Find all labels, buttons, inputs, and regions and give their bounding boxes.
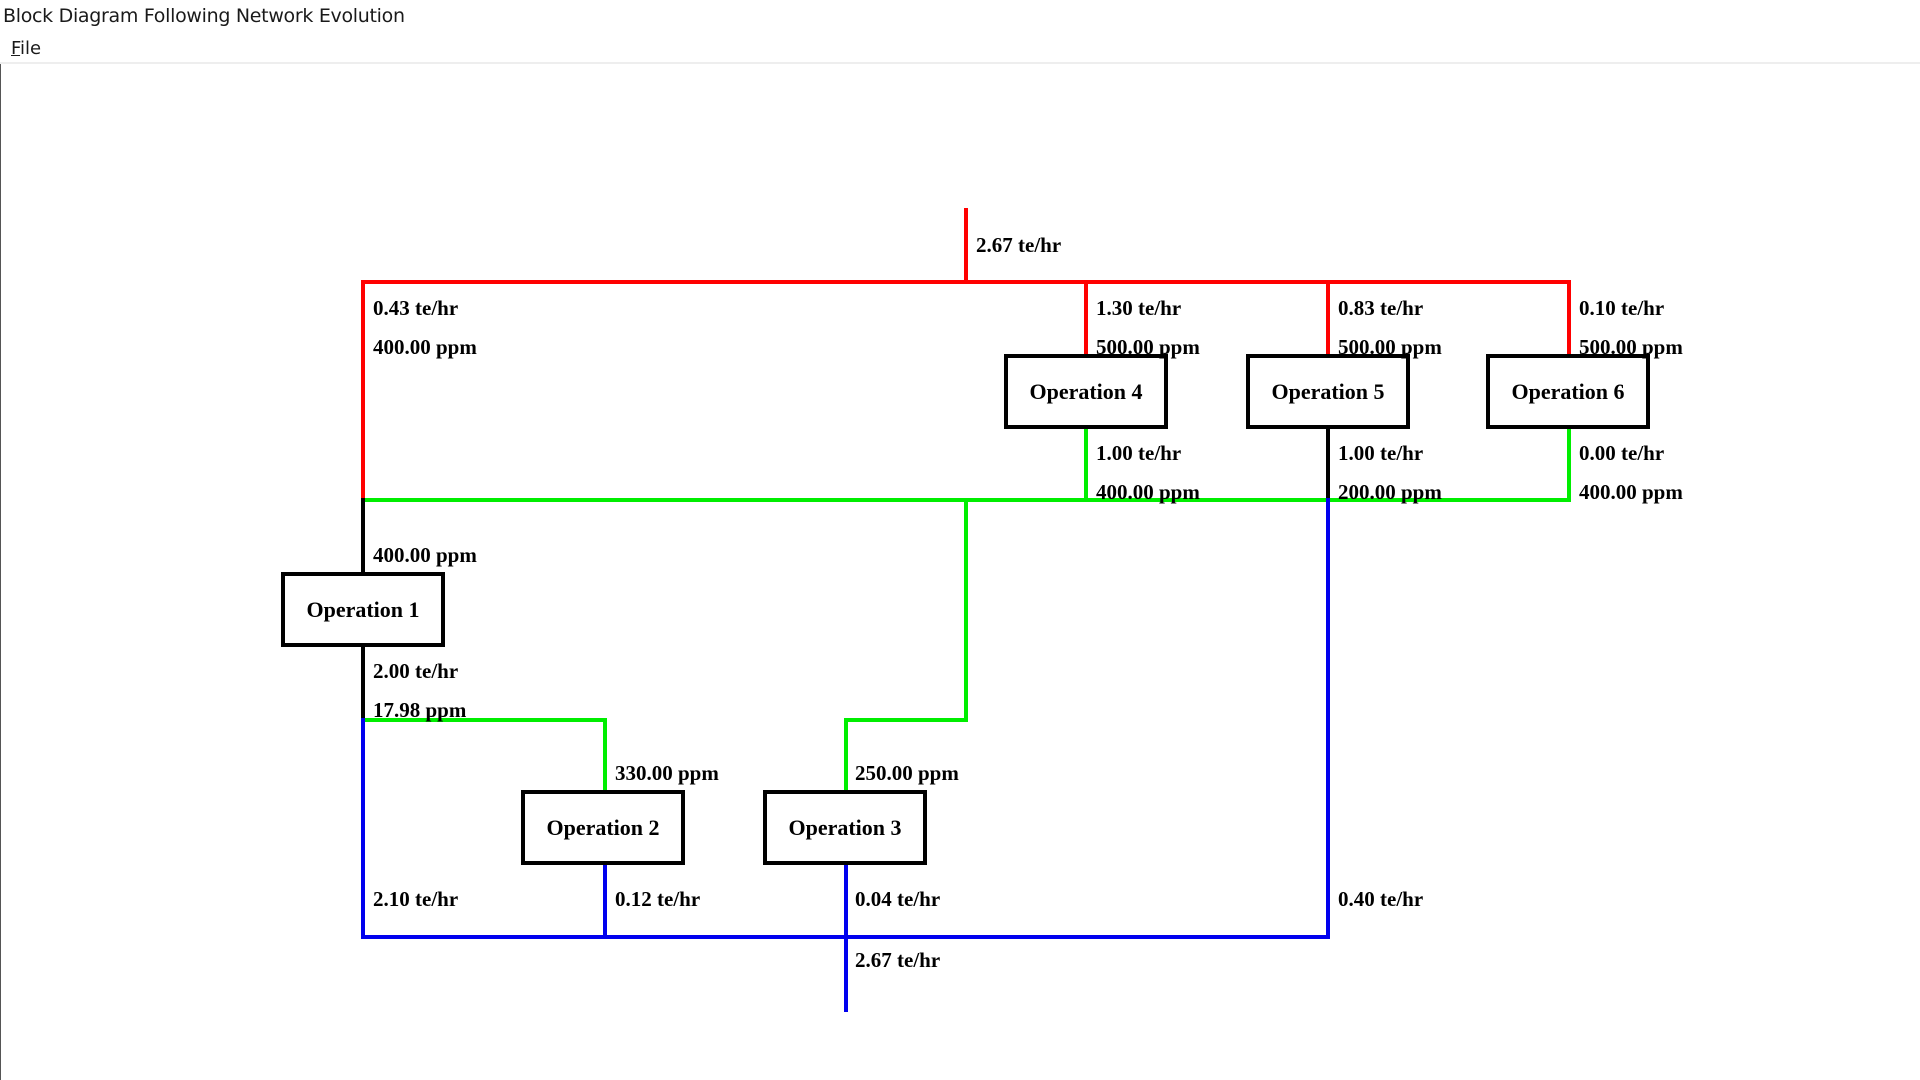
operation-4-label: Operation 4 xyxy=(1029,379,1142,404)
op4-in-flow-label: 1.30 te/hr xyxy=(1096,296,1181,320)
menu-bar: File xyxy=(0,34,1920,64)
op6-out-conc-label: 400.00 ppm xyxy=(1579,480,1683,504)
window-left-border xyxy=(0,64,1,1080)
op4-out-flow-label: 1.00 te/hr xyxy=(1096,441,1181,465)
operation-6[interactable]: Operation 6 xyxy=(1486,354,1650,429)
operation-5-box[interactable] xyxy=(1246,354,1410,429)
wastewater-network xyxy=(361,498,1330,1012)
stream-labels: 2.67 te/hr 0.43 te/hr 400.00 ppm 1.30 te… xyxy=(373,233,1683,972)
operation-1[interactable]: Operation 1 xyxy=(281,572,445,647)
operation-5[interactable]: Operation 5 xyxy=(1246,354,1410,429)
operation-3[interactable]: Operation 3 xyxy=(763,790,927,865)
operation-3-label: Operation 3 xyxy=(788,815,901,840)
op1-to-op2-line xyxy=(361,718,607,793)
op2-in-conc-label: 330.00 ppm xyxy=(615,761,719,785)
operation-2-box[interactable] xyxy=(521,790,685,865)
op5-out-conc-label: 200.00 ppm xyxy=(1338,480,1442,504)
operation-2-label: Operation 2 xyxy=(546,815,659,840)
fresh-total-label: 2.67 te/hr xyxy=(976,233,1061,257)
op1-out-flow-label: 2.00 te/hr xyxy=(373,659,458,683)
op1-in-conc-label: 400.00 ppm xyxy=(373,543,477,567)
menu-file-rest: ile xyxy=(20,38,42,59)
waste-total-label: 2.67 te/hr xyxy=(855,948,940,972)
op2-waste-flow-label: 0.12 te/hr xyxy=(615,887,700,911)
operation-6-box[interactable] xyxy=(1486,354,1650,429)
op5-in-flow-label: 0.83 te/hr xyxy=(1338,296,1423,320)
op6-in-flow-label: 0.10 te/hr xyxy=(1579,296,1664,320)
op1-fresh-flow-label: 0.43 te/hr xyxy=(373,296,458,320)
op5-waste-flow-label: 0.40 te/hr xyxy=(1338,887,1423,911)
op5-out-flow-label: 1.00 te/hr xyxy=(1338,441,1423,465)
operation-1-label: Operation 1 xyxy=(306,597,419,622)
op4-in-conc-label: 500.00 ppm xyxy=(1096,335,1200,359)
menu-file-mnemonic: F xyxy=(11,38,21,59)
op1-fresh-conc-label: 400.00 ppm xyxy=(373,335,477,359)
reuse-to-op3-line xyxy=(844,498,968,793)
op6-out-flow-label: 0.00 te/hr xyxy=(1579,441,1664,465)
operation-2[interactable]: Operation 2 xyxy=(521,790,685,865)
op4-out-conc-label: 400.00 ppm xyxy=(1096,480,1200,504)
operation-3-box[interactable] xyxy=(763,790,927,865)
operation-4[interactable]: Operation 4 xyxy=(1004,354,1168,429)
reuse-network xyxy=(361,426,1571,793)
title-bar: Block Diagram Following Network Evolutio… xyxy=(0,0,1920,34)
op1-waste-flow-label: 2.10 te/hr xyxy=(373,887,458,911)
freshwater-network xyxy=(361,208,1571,502)
op6-in-conc-label: 500.00 ppm xyxy=(1579,335,1683,359)
operation-5-label: Operation 5 xyxy=(1271,379,1384,404)
op3-in-conc-label: 250.00 ppm xyxy=(855,761,959,785)
menu-file[interactable]: File xyxy=(11,38,41,59)
operation-6-label: Operation 6 xyxy=(1511,379,1624,404)
op5-in-conc-label: 500.00 ppm xyxy=(1338,335,1442,359)
operation-1-box[interactable] xyxy=(281,572,445,647)
op1-out-conc-label: 17.98 ppm xyxy=(373,698,467,722)
window-title: Block Diagram Following Network Evolutio… xyxy=(3,5,405,27)
operation-4-box[interactable] xyxy=(1004,354,1168,429)
internal-links xyxy=(361,426,1330,722)
op3-waste-flow-label: 0.04 te/hr xyxy=(855,887,940,911)
